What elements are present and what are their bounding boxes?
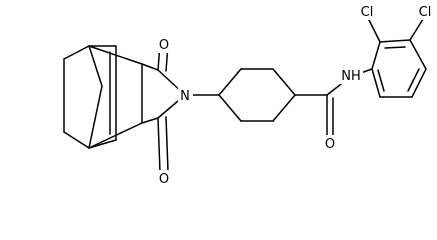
atom-label-nh-amide: NH [341,69,361,84]
bond-ar-cl-ortho [367,17,381,43]
bond-bridgehead-bottom-ring-c2 [88,122,143,149]
bond-cyhex-1-2 [218,68,242,96]
bond-ar-4-5 [411,68,427,98]
bond-bridgehead-top-bridge [88,45,103,87]
atom-label-o-top: O [159,38,169,53]
atom-label-o-bottom: O [159,172,169,187]
bond-cyhex-3-4 [272,68,296,96]
bond-cyhex-4-5 [272,94,296,122]
structure-drawing: O O N O NH Cl Cl [63,5,432,187]
bond-bridge-bridgehead-bottom [88,85,103,149]
bond-ring-c2-carbonyl-bottom [141,117,159,124]
bond-ar-inner-c [377,69,385,92]
bond-bridgehead-top-ring-c1 [88,45,143,65]
bond-cyhex-6-1 [218,94,242,122]
bond-carbonyl-bottom-o-second [165,116,169,172]
molecule-diagram: O O N O NH Cl Cl [63,5,432,187]
bond-ar-1-2 [371,41,381,70]
atom-label-cl-meta: Cl [419,5,432,20]
atom-label-n-imide: N [180,89,190,104]
bond-ch2-b-bridgehead-bottom [63,131,90,149]
atom-label-cl-ortho: Cl [361,5,374,20]
bond-bridgehead-top-ch2-a [63,45,90,60]
bond-ring-c1-carbonyl-top [141,63,159,71]
atom-label-o-amide: O [325,137,335,152]
bond-ar-6-1 [371,68,381,98]
bond-ar-inner-a [384,46,406,49]
bond-ar-inner-b [407,68,420,92]
bond-carbonyl-bottom-o [157,117,161,173]
bond-ar-2-3 [379,39,411,43]
bond-ar-3-4 [409,39,427,70]
